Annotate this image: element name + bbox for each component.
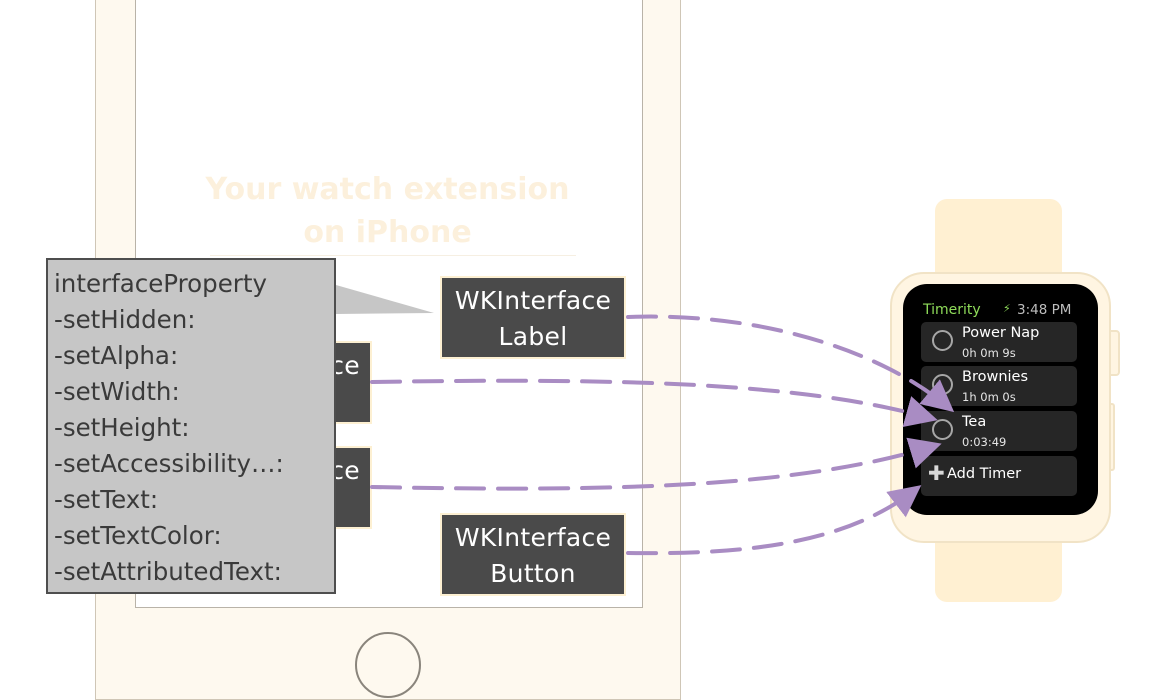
wkinterface-label-box: WKInterface Label	[440, 276, 626, 359]
home-button	[355, 632, 421, 698]
add-timer-label: Add Timer	[947, 466, 1022, 482]
property-line: -setText:	[54, 485, 159, 514]
property-line: -setHeight:	[54, 413, 190, 442]
timer-ring-icon	[932, 330, 953, 351]
property-line: -setAlpha:	[54, 341, 179, 370]
phone-title: Your watch extension on iPhone	[205, 172, 570, 250]
title-divider	[210, 255, 576, 256]
property-line: -setAttributedText:	[54, 557, 282, 586]
charging-bolt-icon: ⚡	[1003, 302, 1011, 315]
property-line: -setHidden:	[54, 305, 196, 334]
add-timer-button[interactable]: ✚ Add Timer	[921, 456, 1077, 496]
property-list-panel: interfaceProperty -setHidden: -setAlpha:…	[46, 258, 336, 594]
timer-name: Tea	[962, 414, 987, 430]
timer-row-power-nap[interactable]: Power Nap 0h 0m 9s	[921, 322, 1077, 362]
wkinterface-button-box: WKInterface Button	[440, 513, 626, 596]
timer-name: Power Nap	[962, 325, 1040, 341]
property-line: -setTextColor:	[54, 521, 222, 550]
watch-app-title: Timerity	[923, 302, 981, 318]
timer-time: 1h 0m 0s	[962, 390, 1016, 404]
timer-ring-icon	[932, 374, 953, 395]
timer-ring-icon	[932, 419, 953, 440]
timer-time: 0h 0m 9s	[962, 346, 1016, 360]
plus-icon: ✚	[928, 461, 945, 485]
timer-row-brownies[interactable]: Brownies 1h 0m 0s	[921, 366, 1077, 406]
timer-name: Brownies	[962, 369, 1029, 385]
watch-clock: 3:48 PM	[1017, 302, 1072, 318]
timer-row-tea[interactable]: Tea 0:03:49	[921, 411, 1077, 451]
property-line: -setAccessibility…:	[54, 449, 284, 478]
property-line: interfaceProperty	[54, 269, 267, 298]
timer-time: 0:03:49	[962, 435, 1007, 449]
property-line: -setWidth:	[54, 377, 180, 406]
